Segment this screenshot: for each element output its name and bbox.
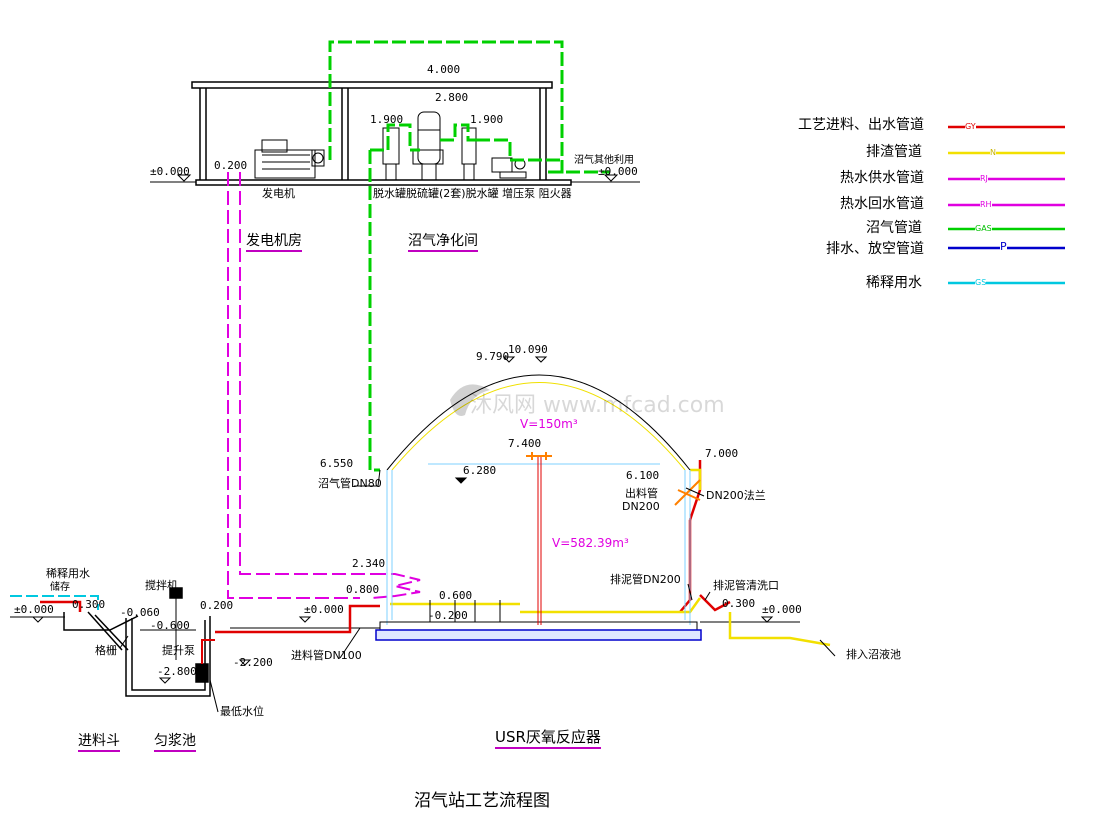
- legend-label-hot-supply: 热水供水管道: [840, 170, 924, 186]
- grille-label: 格栅: [95, 644, 117, 657]
- elev-6280: 6.280: [463, 464, 497, 477]
- drain-to-label: 排入沼液池: [846, 648, 901, 661]
- equipment-label: 脱水罐脱硫罐(2套)脱水罐 增压泵 阻火器: [373, 187, 572, 200]
- dilution-water-label: 稀释用水: [46, 567, 90, 580]
- generator-label: 发电机: [262, 187, 295, 200]
- sludge-pipe-label: 排泥管DN200: [610, 573, 681, 586]
- elev-0600: 0.600: [439, 589, 473, 602]
- hot-water-pipes: [227, 172, 421, 599]
- elev-m0600: -0.600: [150, 619, 190, 632]
- elev-2340: 2.340: [352, 557, 386, 570]
- elev-6100: 6.100: [626, 469, 660, 482]
- legend-lines: [948, 125, 1065, 285]
- legend-code-gas: GAS: [975, 224, 992, 233]
- elev-9790: 9.790: [476, 350, 510, 363]
- elev-0200-top: 0.200: [214, 159, 248, 172]
- elev-0300-pool: 0.300: [72, 598, 106, 611]
- other-use-label: 沼气其他利用: [574, 155, 634, 166]
- elev-0000-r2: ±0.000: [762, 603, 802, 616]
- elevation-markers: [31, 174, 774, 684]
- diagram-title: 沼气站工艺流程图: [414, 791, 550, 811]
- watermark-text: 沐风网 www.mfcad.com: [470, 393, 725, 418]
- elev-0000-pool: ±0.000: [14, 603, 54, 616]
- purification-equipment: [382, 111, 541, 180]
- legend-code-slag: N: [990, 148, 996, 157]
- reactor-name: USR厌氧反应器: [495, 730, 601, 749]
- reactor: [375, 374, 702, 641]
- inlet-pipe-label: 进料管DN100: [291, 649, 362, 662]
- liquid-volume-label: V=582.39m³: [552, 536, 629, 550]
- legend-label-drain: 排水、放空管道: [826, 241, 924, 257]
- gas-volume-label: V=150m³: [520, 417, 578, 431]
- purification-room-label: 沼气净化间: [408, 234, 478, 252]
- storage-label: 储存: [50, 582, 70, 593]
- legend-code-process: GY: [965, 122, 976, 131]
- outlet-dn-label: DN200: [622, 500, 660, 513]
- legend-label-dilution: 稀释用水: [866, 275, 922, 291]
- elev-m2800: -2.800: [157, 665, 197, 678]
- elev-0000-left: ±0.000: [150, 165, 190, 178]
- legend-code-hot-return: RH: [980, 200, 992, 209]
- elev-m0060: -0.060: [120, 606, 160, 619]
- gas-pipes: [328, 40, 610, 472]
- watermark-logo: [450, 384, 490, 416]
- elev-0200-mid: 0.200: [200, 599, 234, 612]
- elev-7000: 7.000: [705, 447, 739, 460]
- legend-label-gas: 沼气管道: [866, 220, 922, 236]
- lift-pump-label: 提升泵: [162, 644, 195, 657]
- flange-label: DN200法兰: [706, 489, 766, 502]
- elev-m2200: -2.200: [233, 656, 273, 669]
- stirrer-label: 搅拌机: [145, 579, 178, 592]
- legend-label-process: 工艺进料、出水管道: [798, 117, 924, 133]
- elev-m0200: -0.200: [428, 609, 468, 622]
- legend-code-hot-supply: RJ: [980, 174, 988, 183]
- elev-0300-r: 0.300: [722, 597, 756, 610]
- elev-6550: 6.550: [320, 457, 354, 470]
- elev-0800: 0.800: [346, 583, 380, 596]
- elev-0000-mid: ±0.000: [304, 603, 344, 616]
- homogenizing-tank: [63, 587, 215, 697]
- generator-room-label: 发电机房: [246, 234, 302, 252]
- legend-code-dilution: GS: [975, 278, 987, 287]
- flush-port-label: 排泥管清洗口: [713, 579, 779, 592]
- generator-symbol: [254, 139, 325, 179]
- elev-4000: 4.000: [427, 63, 461, 76]
- legend-label-slag: 排渣管道: [866, 144, 922, 160]
- elev-2800: 2.800: [435, 91, 469, 104]
- elev-1900b: 1.900: [470, 113, 504, 126]
- building: [191, 81, 572, 186]
- leader-lines: [119, 469, 836, 713]
- feed-hopper-label: 进料斗: [78, 734, 120, 752]
- homogenizing-tank-label: 匀浆池: [154, 734, 196, 752]
- gas-pipe-label: 沼气管DN80: [318, 477, 382, 490]
- elev-1900a: 1.900: [370, 113, 404, 126]
- dilution-water-pipe: [10, 595, 99, 610]
- legend-code-drain: P: [1000, 240, 1007, 253]
- legend-label-hot-return: 热水回水管道: [840, 196, 924, 212]
- lowest-level-label: 最低水位: [220, 705, 264, 718]
- outlet-pipe-label: 出料管: [625, 487, 658, 500]
- elev-7400: 7.400: [508, 437, 542, 450]
- elev-10090: 10.090: [508, 343, 548, 356]
- elev-0000-right: ±0.000: [598, 165, 638, 178]
